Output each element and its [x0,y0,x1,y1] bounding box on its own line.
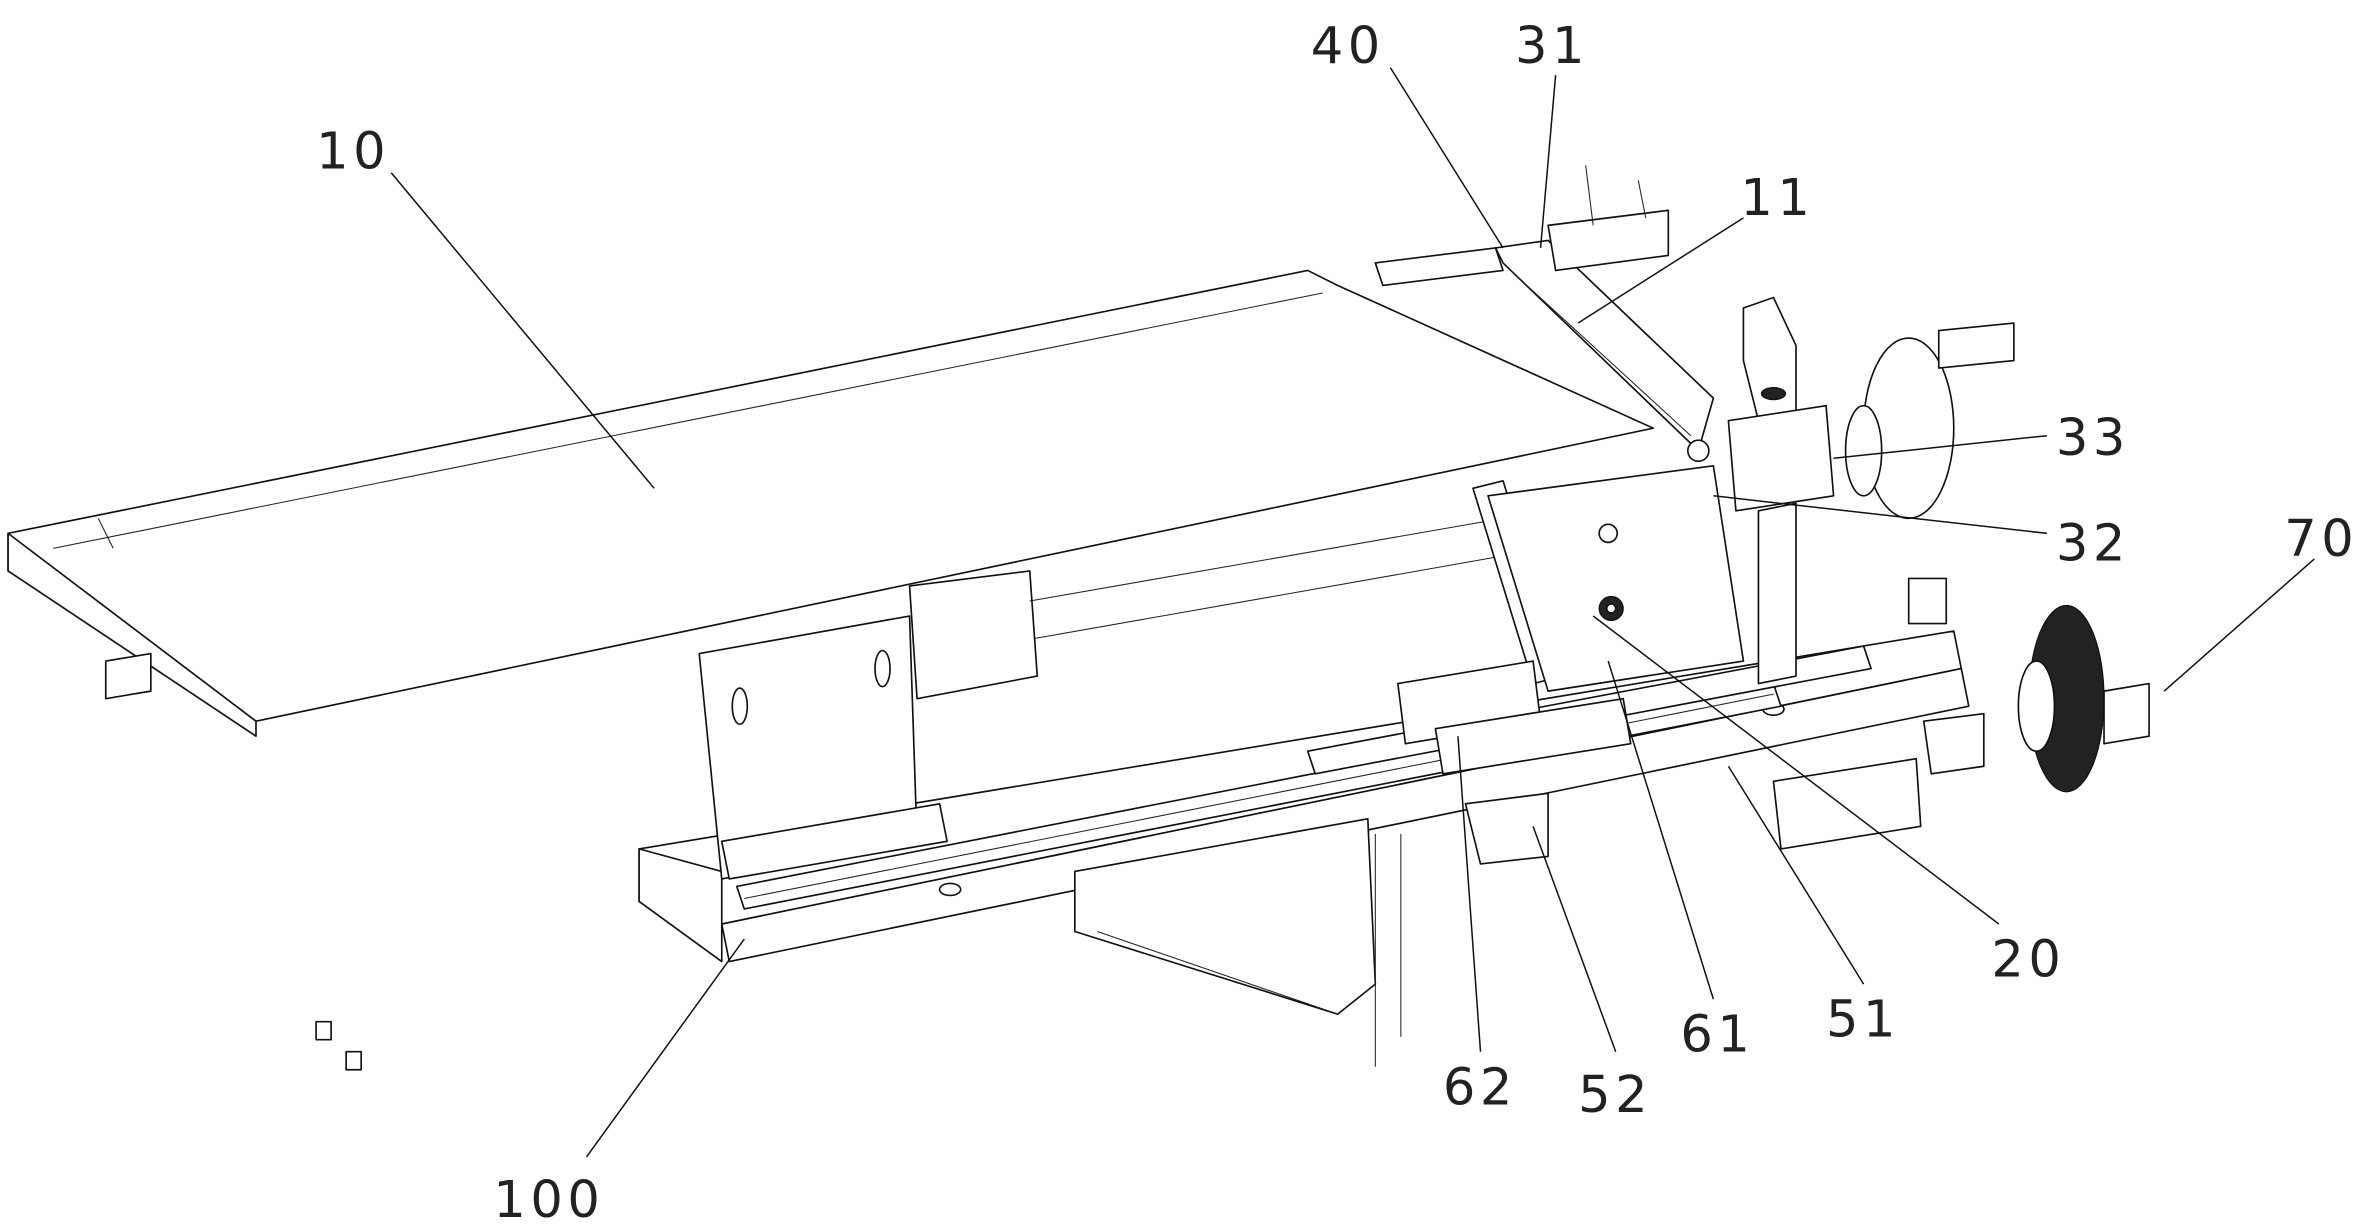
label-32: 32 [2056,514,2130,573]
label-51: 51 [1826,991,1900,1050]
label-70: 70 [2284,510,2357,569]
clamp-assembly [1728,297,2013,683]
label-100: 100 [493,1171,604,1226]
label-20: 20 [1991,931,2065,990]
label-62: 62 [1443,1058,1517,1117]
label-33: 33 [2056,409,2130,468]
label-31: 31 [1515,17,1589,76]
label-10: 10 [316,122,390,181]
label-61: 61 [1680,1006,1754,1065]
label-11: 11 [1740,169,1814,228]
label-52: 52 [1578,1066,1652,1125]
label-40: 40 [1311,17,1385,76]
